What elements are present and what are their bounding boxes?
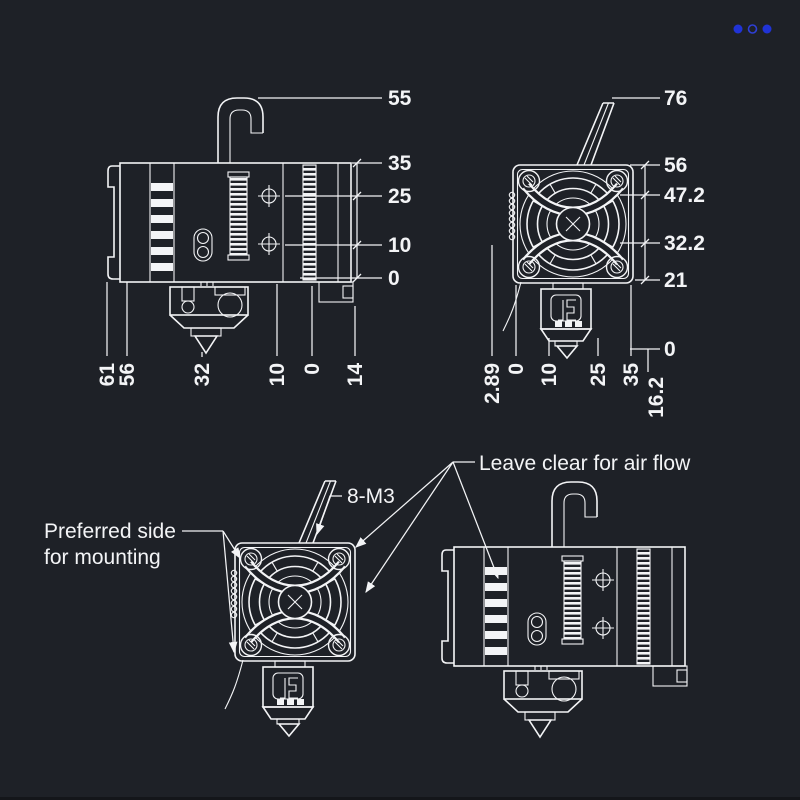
bottom-left-front-view: 8-M3 Preferred side for mounting <box>44 481 395 736</box>
dim-label: 35 <box>620 363 643 387</box>
top-right-front-view: 76 56 47.2 32.2 21 0 2.89 0 10 25 35 16.… <box>481 87 705 418</box>
dim-label: 2.89 <box>481 363 504 404</box>
dim-label: 10 <box>538 363 561 386</box>
bottom-right-side-view: Leave clear for air flow <box>355 452 691 737</box>
dim-label: 61 <box>96 363 119 387</box>
top-right-dim-labels: 76 56 47.2 32.2 21 0 2.89 0 10 25 35 16.… <box>481 87 705 418</box>
dim-label: 32.2 <box>664 232 705 255</box>
dim-label: 35 <box>388 152 412 175</box>
carousel-pagination <box>733 24 772 34</box>
dim-label: 47.2 <box>664 184 705 207</box>
dim-label: 10 <box>266 363 289 386</box>
carousel-dot-2[interactable] <box>747 24 758 34</box>
dim-label: 25 <box>587 363 610 387</box>
dim-label: 55 <box>388 87 412 110</box>
top-left-dim-labels: 55 35 25 10 0 61 56 32 10 0 14 <box>96 87 412 386</box>
dim-label: 0 <box>388 267 400 290</box>
dim-label: 10 <box>388 234 411 257</box>
callout-leaders <box>182 495 342 654</box>
top-right-dimension-lines <box>491 97 660 372</box>
mounting-note-line1: Preferred side <box>44 520 176 543</box>
dim-label: 16.2 <box>645 377 668 418</box>
screw-callout-label: 8-M3 <box>347 485 395 508</box>
mounting-note-line2: for mounting <box>44 546 161 569</box>
dim-label: 76 <box>664 87 687 110</box>
dim-label: 0 <box>664 338 676 361</box>
carousel-dot-1[interactable] <box>733 24 743 34</box>
bottom-strip <box>0 797 800 800</box>
dim-label: 56 <box>116 363 139 386</box>
dim-label: 32 <box>191 363 214 386</box>
top-left-dimension-lines <box>106 97 382 357</box>
top-left-side-view: 55 35 25 10 0 61 56 32 10 0 14 <box>96 87 412 386</box>
airflow-leaders <box>355 461 499 594</box>
carousel-dot-3[interactable] <box>762 24 772 34</box>
dim-label: 0 <box>301 363 324 375</box>
airflow-note-label: Leave clear for air flow <box>479 452 691 475</box>
dim-label: 0 <box>505 363 528 375</box>
dim-label: 21 <box>664 269 688 292</box>
dim-label: 56 <box>664 154 687 177</box>
dim-label: 25 <box>388 185 412 208</box>
dim-label: 14 <box>344 363 367 387</box>
